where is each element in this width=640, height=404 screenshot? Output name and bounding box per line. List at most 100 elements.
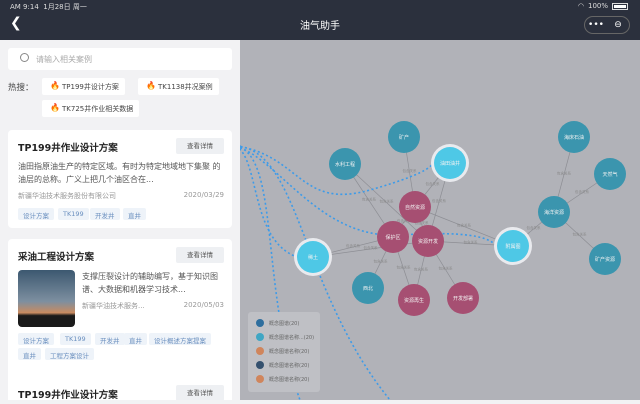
nav-bar: AM 9:14 1月28日 周一 ◠100% ❮ 油气助手 •••⊖ [0, 0, 640, 40]
battery-icon [612, 2, 628, 10]
edge-label: 包含关系 [432, 198, 446, 203]
tag: 设计方案 [18, 208, 54, 220]
node-label: 矿产资源 [595, 256, 615, 263]
edge-label: 包含关系 [573, 232, 587, 237]
knowledge-graph[interactable]: 包含关系包含关系包含关系包含关系包含关系包含关系包含关系包含关系包含关系包含关系… [235, 40, 640, 401]
graph-canvas[interactable]: 包含关系包含关系包含关系包含关系包含关系包含关系包含关系包含关系包含关系包含关系… [235, 40, 640, 401]
hot-chip[interactable]: 🔥TK725井作业相关数据 [42, 100, 140, 117]
fire-icon: 🔥 [146, 81, 156, 90]
tag: 设计方案 [18, 333, 54, 345]
link-path [235, 145, 435, 196]
edge-label: 包含关系 [380, 199, 394, 204]
graph-node[interactable] [388, 121, 420, 153]
tag: 直井 [18, 348, 41, 360]
node-label: 海洋资源 [544, 209, 564, 216]
hot-chip[interactable]: 🔥TK1138井况案例 [138, 78, 219, 95]
case-card[interactable]: TP199井作业设计方案 查看详情 油田指原油生产的特定区域。有时为特定地域地下… [8, 130, 232, 228]
node-label: 附属图 [505, 243, 520, 250]
legend-item[interactable]: 概念图谱名称(20) [256, 347, 309, 355]
graph-node[interactable] [399, 191, 431, 223]
card-description: 支撑压裂设计的辅助编写，基于知识图谱、大数据和机器学习技术... [82, 272, 218, 294]
legend-item[interactable]: 概念图谱(20) [256, 319, 299, 327]
link-path [235, 145, 301, 401]
oil-pump-image [18, 270, 75, 327]
graph-node[interactable] [297, 241, 329, 273]
card-company: 新疆华油技术服务... [82, 302, 145, 310]
link-path [235, 145, 298, 258]
card-title: TP199井作业设计方案 [18, 390, 118, 400]
graph-node[interactable] [447, 282, 479, 314]
wifi-icon: ◠ [577, 2, 584, 10]
view-details-button[interactable]: 查看详情 [176, 247, 224, 263]
tag: TK199 [58, 208, 89, 220]
node-label: 西北 [363, 285, 373, 292]
node-label: 矿产 [399, 134, 409, 141]
graph-node[interactable] [538, 196, 570, 228]
graph-node[interactable] [329, 148, 361, 180]
fire-icon: 🔥 [50, 103, 60, 112]
edge-label: 包含关系 [397, 218, 411, 223]
hot-chip[interactable]: 🔥TP199井设计方案 [42, 78, 125, 95]
hot-label: 热搜： [8, 83, 34, 93]
tag: 工程方案设计 [45, 348, 94, 360]
case-card[interactable]: TP199井作业设计方案 查看详情 [8, 377, 232, 400]
node-label: 资源再生 [404, 297, 424, 304]
graph-node[interactable] [352, 272, 384, 304]
graph-edge [344, 163, 429, 242]
edge-label: 包含关系 [362, 197, 376, 202]
legend-dot [256, 347, 264, 355]
card-title: 采油工程设计方案 [18, 252, 95, 263]
edge-label: 包含关系 [397, 265, 411, 270]
edge-label: 包含关系 [374, 259, 388, 264]
legend-label: 概念图谱名称(20) [269, 376, 310, 383]
edge-label: 包含关系 [414, 267, 428, 272]
edge-label: 包含关系 [575, 189, 589, 194]
graph-node[interactable] [377, 221, 409, 253]
node-label: 海床石油 [564, 134, 584, 141]
legend: 概念图谱(20) 概念图谱名称...(20) 概念图谱名称(20) 概念图谱名称(20… [248, 312, 320, 392]
legend-label: 概念图谱名称...(20) [269, 334, 315, 341]
legend-dot [256, 319, 264, 327]
back-button[interactable]: ❮ [10, 15, 22, 31]
graph-node[interactable] [497, 230, 529, 262]
tag: TK199 [60, 333, 91, 345]
close-button[interactable]: ⊖ [614, 20, 622, 30]
edge-label: 包含关系 [457, 223, 471, 228]
graph-node[interactable] [412, 225, 444, 257]
edge-label: 包含关系 [364, 245, 378, 250]
case-card[interactable]: 采油工程设计方案 查看详情 支撑压裂设计的辅助编写，基于知识图谱、大数据和机器学… [8, 239, 232, 385]
tag: 直井 [123, 208, 146, 220]
graph-node[interactable] [594, 158, 626, 190]
edge-label: 包含关系 [527, 225, 541, 230]
status-time: AM 9:14 1月28日 周一 [10, 3, 87, 11]
card-title: TP199井作业设计方案 [18, 143, 118, 154]
fire-icon: 🔥 [50, 81, 60, 90]
card-date: 2020/03/29 [183, 191, 224, 199]
legend-item[interactable]: 概念图谱名称...(20) [256, 333, 314, 341]
more-button[interactable]: ••• [588, 20, 604, 30]
node-label: 开发部署 [453, 295, 473, 302]
case-panel: 请输入相关案例 热搜： 🔥TP199井设计方案 🔥TK1138井况案例 🔥TK7… [0, 40, 240, 400]
card-description: 油田指原油生产的特定区域。有时为特定地域地下集聚 的油层的总称。广义上把几个油区… [18, 162, 221, 184]
graph-node[interactable] [558, 121, 590, 153]
graph-node[interactable] [589, 243, 621, 275]
graph-node[interactable] [398, 284, 430, 316]
graph-node[interactable] [434, 147, 466, 179]
edge-label: 包含关系 [415, 220, 429, 225]
tag: 设计概述方案提案 [149, 333, 211, 345]
card-company: 新疆华油技术服务股份有限公司 [18, 192, 116, 200]
legend-item[interactable]: 概念图谱名称(20) [256, 361, 309, 369]
view-details-button[interactable]: 查看详情 [176, 385, 224, 400]
capsule-menu: ••• ⊖ [584, 16, 630, 34]
node-label: 稀土 [308, 254, 318, 261]
node-label: 保护区 [385, 234, 400, 241]
card-date: 2020/05/03 [183, 301, 224, 309]
edge-label: 包含关系 [346, 243, 360, 248]
search-input[interactable]: 请输入相关案例 [8, 48, 232, 70]
node-label: 油田油井 [440, 160, 460, 167]
legend-label: 概念图谱名称(20) [269, 362, 310, 369]
legend-label: 概念图谱(20) [269, 320, 300, 327]
legend-item[interactable]: 概念图谱名称(20) [256, 375, 309, 383]
legend-dot [256, 375, 264, 383]
view-details-button[interactable]: 查看详情 [176, 138, 224, 154]
